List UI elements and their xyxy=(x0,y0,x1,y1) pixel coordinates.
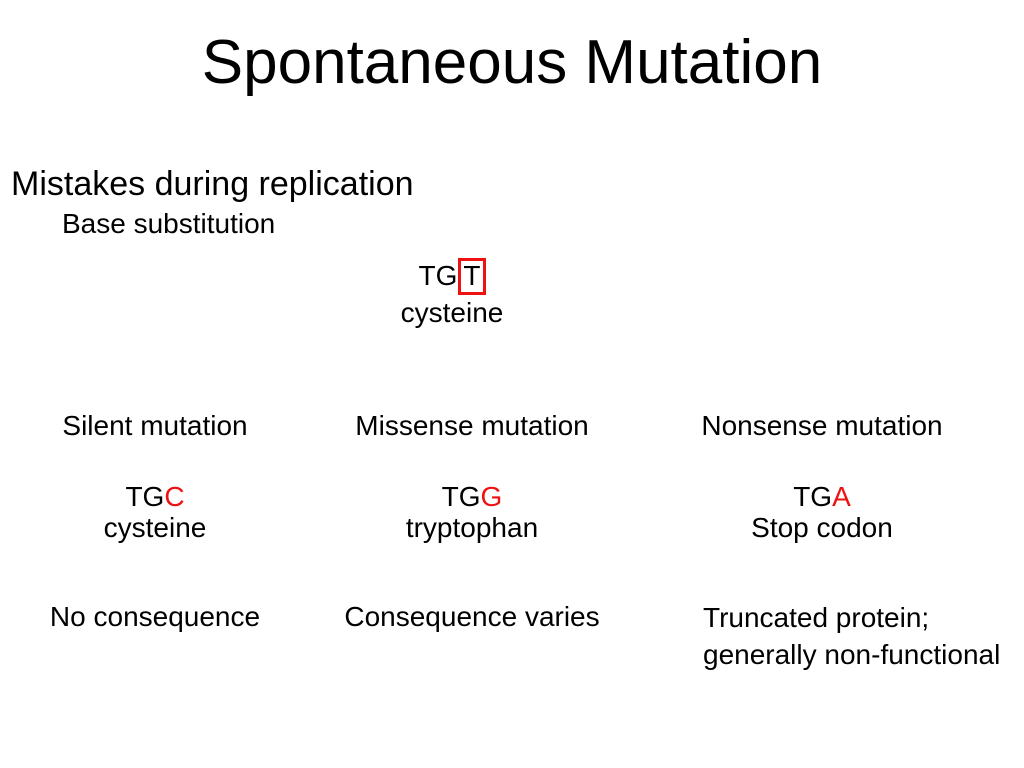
column-consequence: No consequence xyxy=(49,601,261,632)
codon-mutated-base: C xyxy=(164,481,185,512)
codon-prefix: TG xyxy=(793,481,833,512)
column-codon: TGA xyxy=(682,481,962,513)
column-consequence: Consequence varies xyxy=(344,601,600,632)
codon-prefix: TG xyxy=(441,481,481,512)
codon-prefix: TG xyxy=(418,260,458,291)
codon-prefix: TG xyxy=(125,481,165,512)
slide-title: Spontaneous Mutation xyxy=(201,28,823,97)
codon-mutated-base: G xyxy=(480,481,503,512)
column-codon: TGG xyxy=(332,481,612,513)
column-protein: cysteine xyxy=(103,512,207,543)
column-header: Silent mutation xyxy=(62,410,248,441)
column-consequence: Truncated protein; generally non-functio… xyxy=(703,599,1000,673)
subheading-base-substitution: Base substitution xyxy=(62,208,276,239)
column-protein: tryptophan xyxy=(405,512,539,543)
column-header: Nonsense mutation xyxy=(701,410,943,441)
column-protein: Stop codon xyxy=(751,512,893,543)
original-protein: cysteine xyxy=(400,297,504,328)
codon-mutated-base: A xyxy=(832,481,851,512)
mutation-site-box: T xyxy=(458,258,486,295)
column-header: Missense mutation xyxy=(355,410,589,441)
heading-mistakes-during-replication: Mistakes during replication xyxy=(11,165,414,203)
consequence-line-2: generally non-functional xyxy=(703,639,1001,670)
consequence-line-1: Truncated protein; xyxy=(703,602,930,633)
column-codon: TGC xyxy=(15,481,295,513)
